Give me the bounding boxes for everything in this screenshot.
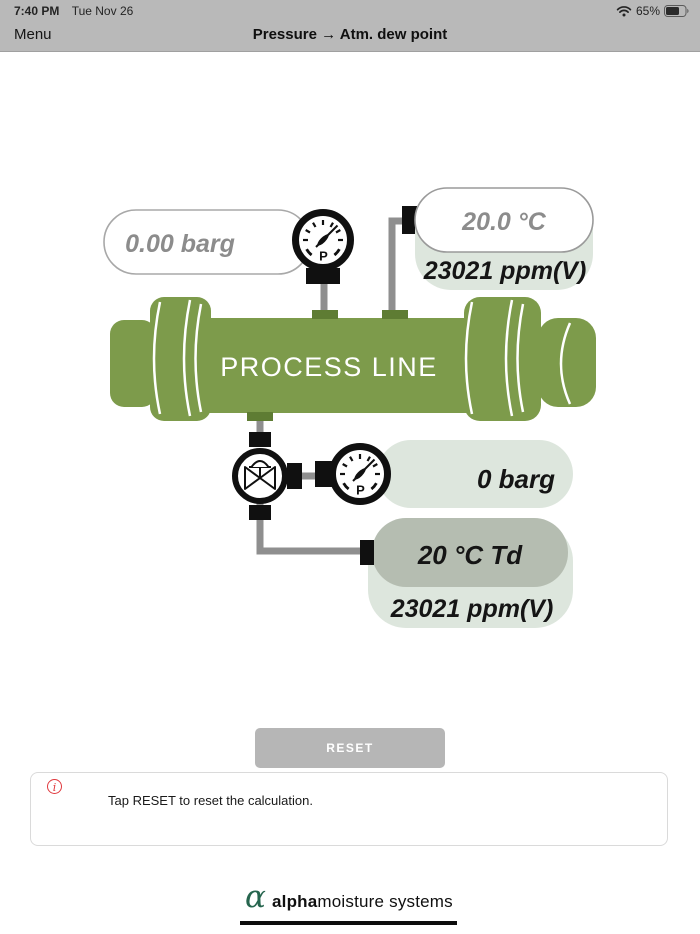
battery-icon	[664, 5, 689, 17]
temperature-input-field[interactable]	[414, 187, 594, 253]
status-right: 65%	[616, 4, 690, 18]
status-date: Tue Nov 26	[71, 4, 134, 18]
process-line-pipe: PROCESS LINE	[110, 297, 596, 421]
gauge-letter: P	[356, 483, 365, 498]
pipe-tap-top-left	[312, 310, 338, 319]
info-icon: i	[47, 779, 62, 794]
alpha-logo-icon: α	[245, 879, 266, 915]
top-bar: 7:40 PM Tue Nov 26 65% Menu Pressure → A…	[0, 0, 700, 52]
outlet-pressure-value: 0 barg	[477, 464, 555, 494]
gauge-letter: P	[319, 249, 328, 264]
battery-percent: 65%	[635, 4, 660, 18]
moisture-top-value: 23021 ppm(V)	[423, 257, 587, 285]
temperature-input-value: 20.0 °C	[461, 208, 547, 236]
outlet-pressure-pill	[377, 440, 573, 508]
pressure-gauge-icon: P	[292, 209, 354, 284]
moisture-bottom-value: 23021 ppm(V)	[390, 595, 554, 623]
brand-text: alphamoisture systems	[272, 892, 453, 912]
outlet-gauge-icon: P	[315, 443, 391, 505]
info-box: i Tap RESET to reset the calculation.	[30, 772, 668, 846]
pipe-label: PROCESS LINE	[220, 352, 438, 382]
pipe-highlight-arcs	[152, 299, 572, 417]
valve-icon	[232, 432, 302, 520]
sensor-connector	[402, 206, 417, 234]
status-time: 7:40 PM	[14, 4, 60, 18]
pipe-tap-bottom	[247, 412, 273, 421]
info-message: Tap RESET to reset the calculation.	[108, 793, 313, 808]
status-left: 7:40 PM Tue Nov 26	[14, 4, 133, 18]
wifi-icon	[616, 6, 632, 17]
menu-button[interactable]: Menu	[14, 26, 52, 43]
pipe-tap-top-right	[382, 310, 408, 319]
dew-point-pill	[372, 518, 568, 587]
dew-point-value: 20 °C Td	[417, 540, 523, 570]
dew-point-connector	[360, 540, 374, 565]
brand-underline	[240, 921, 457, 925]
reset-button[interactable]: RESET	[255, 728, 445, 768]
pressure-input-value: 0.00 barg	[125, 230, 235, 258]
page-title: Pressure → Atm. dew point	[252, 26, 448, 43]
brand-text-bold: alpha	[272, 892, 318, 911]
brand-text-light: moisture systems	[317, 892, 453, 911]
brand-logo: α alphamoisture systems	[0, 880, 700, 934]
process-diagram: 20.0 °C 23021 ppm(V) PROCESS LINE	[103, 187, 596, 628]
